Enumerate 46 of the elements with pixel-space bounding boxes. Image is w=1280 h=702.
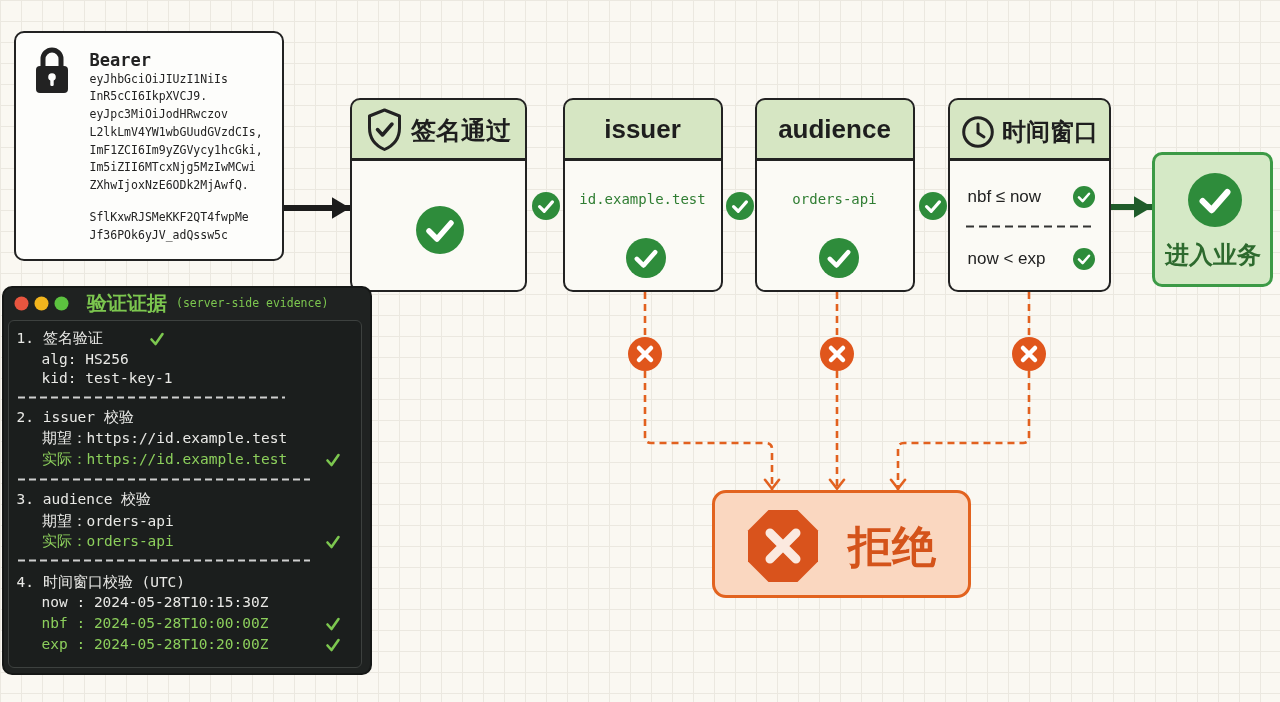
token-text: eyJhbGciOiJIUzI1NiIs InR5cCI6IkpXVCJ9. eyJpc3MiOiJodHRwczov L2lkLmV4YW1wbGUudGVzdCIs, ImF1ZCI6Im9yZGVycy1hcGki, Im5iZII6MTcxNjg5MzIwMCwi ZXhwIjoxNzE6ODk2MjAwfQ. [89,70,264,195]
token-text: SflKxwRJSMeKKF2QT4fwpMe Jf36POk6yJV_adQssw5c [89,208,250,244]
log-line: 1. 签名验证 [16,329,103,348]
dashed-arrow [889,371,1031,491]
token-card [14,31,284,261]
cross-circle-icon [820,337,854,371]
card-title: issuer [604,113,681,146]
check-card [563,98,723,292]
dashed-connector-line [835,292,839,337]
result-label: 拒绝 [848,520,936,573]
window-title: 验证证据 [87,291,167,315]
check-card [755,98,915,292]
log-line: exp : 2024-05-28T10:20:00Z [41,635,269,654]
log-line: nbf : 2024-05-28T10:00:00Z [41,614,269,633]
arrow [1111,196,1152,218]
check-card [948,98,1111,292]
condition-text: nbf ≤ now [967,186,1042,207]
result-label: 进入业务 [1165,240,1261,270]
dashed-arrow [643,371,781,491]
arrow [284,197,350,219]
log-line: 实际：https://id.example.test [41,450,288,469]
dashed-connector-line [1027,292,1031,337]
log-line: 期望：https://id.example.test [41,429,288,448]
value-text: orders-api [792,190,877,207]
condition-text: now < exp [967,248,1046,269]
log-line: 期望：orders-api [41,512,174,531]
check-card [350,98,527,292]
log-line: 实际：orders-api [41,532,174,551]
success-box [1152,152,1273,287]
card-title: audience [778,113,891,146]
window-subtitle: (server-side evidence) [176,297,329,311]
log-line: 3. audience 校验 [16,490,152,509]
card-title: 签名通过 [410,114,511,145]
card-title: Bearer [89,49,151,70]
log-line: kid: test-key-1 [41,369,173,388]
value-text: id.example.test [579,190,706,207]
log-line: 2. issuer 校验 [16,408,134,427]
reject-box [712,490,971,598]
cross-circle-icon [628,337,662,371]
dashed-connector-line [643,292,647,337]
log-line: now : 2024-05-28T10:15:30Z [41,593,269,612]
cross-circle-icon [1012,337,1046,371]
log-line: alg: HS256 [41,350,129,369]
log-line: 4. 时间窗口校验 (UTC) [16,573,186,592]
dashed-arrow [828,371,846,491]
card-title: 时间窗口 [1001,117,1098,146]
